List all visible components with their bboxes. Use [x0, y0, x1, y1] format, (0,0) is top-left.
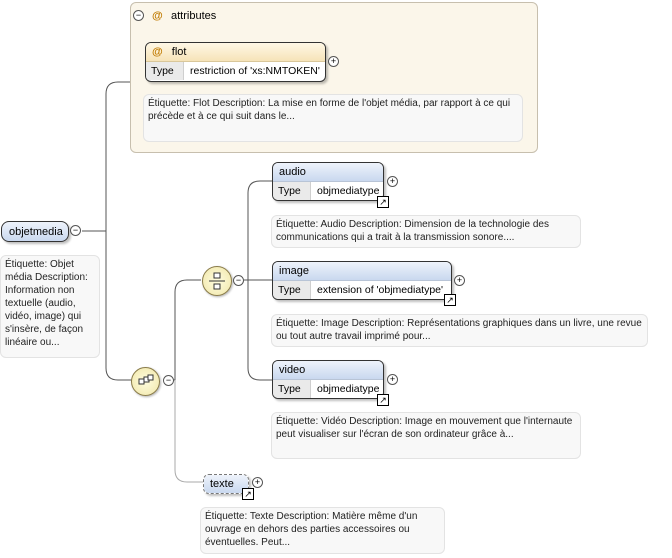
attribute-flot-type: restriction of 'xs:NMTOKEN' [190, 65, 320, 77]
expand-image-icon[interactable]: + [454, 275, 465, 286]
element-image-name: image [279, 265, 309, 277]
root-description: Étiquette: Objet média Description: Info… [0, 255, 100, 358]
type-label: Type [146, 62, 184, 80]
attributes-title: attributes [171, 10, 217, 22]
root-element-objetmedia[interactable]: objetmedia [1, 221, 69, 242]
element-audio[interactable]: audio Type objmediatype [272, 162, 384, 201]
type-label: Type [273, 182, 311, 200]
element-texte-name: texte [210, 478, 234, 490]
element-audio-name: audio [279, 166, 306, 178]
attribute-icon: @ [152, 46, 163, 58]
expand-video-icon[interactable]: + [387, 374, 398, 385]
attribute-flot[interactable]: @ flot Type restriction of 'xs:NMTOKEN' [145, 42, 326, 82]
reference-arrow-icon: ↗ [377, 196, 389, 208]
reference-arrow-icon: ↗ [242, 488, 254, 500]
element-image-description: Étiquette: Image Description: Représenta… [271, 314, 648, 347]
collapse-attributes-icon[interactable]: − [133, 10, 144, 21]
expand-flot-icon[interactable]: + [328, 56, 339, 67]
element-video-description: Étiquette: Vidéo Description: Image en m… [271, 412, 581, 459]
element-image-type: extension of 'objmediatype' [317, 284, 444, 296]
choice-compositor-icon[interactable] [202, 266, 232, 296]
attribute-flot-description: Étiquette: Flot Description: La mise en … [143, 94, 523, 142]
sequence-compositor-icon[interactable] [131, 367, 160, 396]
type-label: Type [273, 281, 311, 299]
element-audio-description: Étiquette: Audio Description: Dimension … [271, 215, 581, 248]
reference-arrow-icon: ↗ [444, 294, 456, 306]
expand-audio-icon[interactable]: + [387, 176, 398, 187]
reference-arrow-icon: ↗ [377, 394, 389, 406]
root-element-name: objetmedia [9, 226, 63, 238]
collapse-choice-icon[interactable]: − [233, 275, 244, 286]
element-image[interactable]: image Type extension of 'objmediatype' [272, 261, 452, 300]
element-video-type: objmediatype [317, 383, 380, 395]
element-video-name: video [279, 364, 306, 376]
element-texte-description: Étiquette: Texte Description: Matière mê… [200, 507, 445, 554]
collapse-root-icon[interactable]: − [70, 225, 81, 236]
attribute-icon: @ [152, 10, 163, 22]
choice-glyph-icon [209, 272, 225, 290]
element-texte[interactable]: texte [203, 474, 249, 494]
type-label: Type [273, 380, 311, 398]
element-video[interactable]: video Type objmediatype [272, 360, 384, 399]
element-audio-type: objmediatype [317, 185, 380, 197]
sequence-glyph-icon [138, 374, 154, 385]
collapse-sequence-icon[interactable]: − [163, 375, 174, 386]
expand-texte-icon[interactable]: + [252, 477, 263, 488]
attribute-flot-name: flot [171, 46, 187, 58]
